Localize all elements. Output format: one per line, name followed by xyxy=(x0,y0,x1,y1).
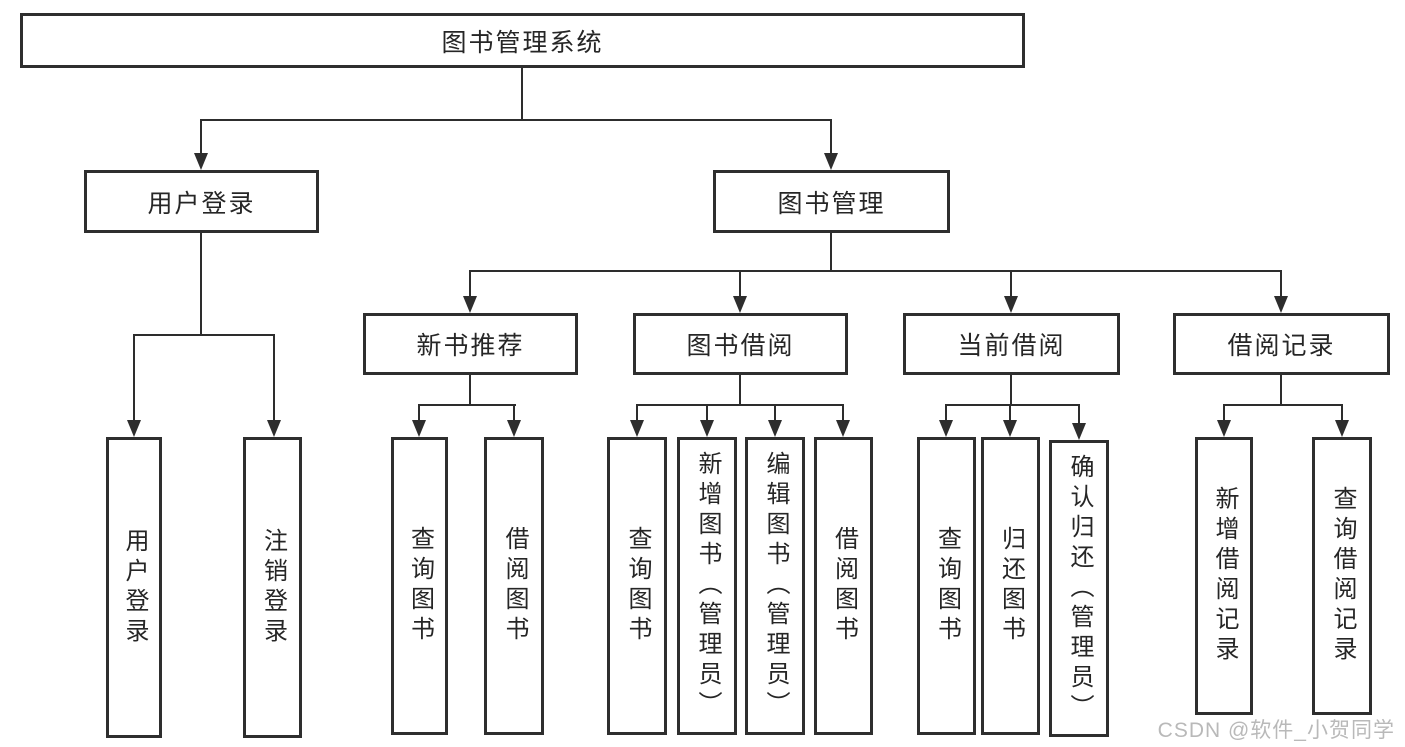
connector-group-drop xyxy=(469,270,471,298)
connector-user-login-stem xyxy=(200,233,202,336)
node-new-book-recommend: 新书推荐 xyxy=(363,313,578,375)
connector-leaf-drop xyxy=(1223,404,1225,421)
connector-leaf-drop xyxy=(513,404,515,421)
leaf-return-books: 归还图书 xyxy=(981,437,1040,735)
connector-group2-bar xyxy=(636,404,844,406)
connector-leaf-drop xyxy=(133,334,135,422)
connector-leaf-drop xyxy=(418,404,420,421)
leaf-add-borrow-record-label: 新增借阅记录 xyxy=(1211,486,1238,666)
node-new-book-recommend-label: 新书推荐 xyxy=(416,332,525,360)
leaf-add-borrow-record: 新增借阅记录 xyxy=(1195,437,1253,715)
node-user-login-label: 用户登录 xyxy=(147,189,256,218)
connector-user-login-drop xyxy=(200,119,202,155)
connector-group4-stem xyxy=(1280,375,1282,406)
connector-leaf-drop xyxy=(842,404,844,421)
connector-group1-bar xyxy=(418,404,516,406)
connector-group4-bar xyxy=(1223,404,1343,406)
arrow-down-icon xyxy=(194,153,208,170)
leaf-query-books-2-label: 查询图书 xyxy=(624,526,651,646)
leaf-borrow-books-1: 借阅图书 xyxy=(484,437,544,735)
connector-level3-bar xyxy=(469,270,1282,272)
leaf-add-book-admin: 新增图书（管理员） xyxy=(677,437,737,735)
node-borrow-records: 借阅记录 xyxy=(1173,313,1390,375)
node-book-management: 图书管理 xyxy=(713,170,950,233)
connector-group3-stem xyxy=(1010,375,1012,406)
arrow-down-icon xyxy=(700,420,714,437)
connector-leaf-drop xyxy=(774,404,776,421)
connector-root-stem xyxy=(521,67,523,121)
arrow-down-icon xyxy=(1004,296,1018,313)
connector-leaf-drop xyxy=(273,334,275,422)
leaf-query-borrow-record-label: 查询借阅记录 xyxy=(1329,486,1356,666)
arrow-down-icon xyxy=(836,420,850,437)
node-root-label: 图书管理系统 xyxy=(441,28,604,57)
node-book-borrow-label: 图书借阅 xyxy=(686,332,795,360)
node-borrow-records-label: 借阅记录 xyxy=(1227,332,1336,360)
watermark: CSDN @软件_小贺同学 xyxy=(1157,719,1395,742)
connector-book-mgmt-drop xyxy=(830,119,832,155)
leaf-add-book-admin-label: 新增图书（管理员） xyxy=(694,451,721,721)
leaf-borrow-books-1-label: 借阅图书 xyxy=(501,526,528,646)
leaf-logout: 注销登录 xyxy=(243,437,302,738)
connector-leaf-drop xyxy=(1078,404,1080,424)
node-book-borrow: 图书借阅 xyxy=(633,313,848,375)
leaf-query-books-1-label: 查询图书 xyxy=(406,526,434,646)
arrow-down-icon xyxy=(127,420,141,437)
leaf-borrow-books-2-label: 借阅图书 xyxy=(830,526,858,646)
node-book-management-label: 图书管理 xyxy=(777,189,886,218)
connector-leaf-drop xyxy=(1341,404,1343,421)
leaf-confirm-return-admin-label: 确认归还（管理员） xyxy=(1066,453,1093,724)
leaf-query-books-1: 查询图书 xyxy=(391,437,448,735)
arrow-down-icon xyxy=(1335,420,1349,437)
connector-group1-stem xyxy=(469,375,471,406)
arrow-down-icon xyxy=(1003,420,1017,437)
connector-group-drop xyxy=(1010,270,1012,298)
connector-leaf-drop xyxy=(636,404,638,421)
arrow-down-icon xyxy=(630,420,644,437)
arrow-down-icon xyxy=(768,420,782,437)
leaf-query-books-3-label: 查询图书 xyxy=(933,526,961,646)
leaf-logout-label: 注销登录 xyxy=(259,527,287,648)
leaf-edit-book-admin: 编辑图书（管理员） xyxy=(745,437,805,735)
connector-group3-bar xyxy=(945,404,1080,406)
arrow-down-icon xyxy=(507,420,521,437)
leaf-return-books-label: 归还图书 xyxy=(997,526,1025,646)
leaf-edit-book-admin-label: 编辑图书（管理员） xyxy=(762,451,789,721)
arrow-down-icon xyxy=(1072,423,1086,440)
leaf-query-borrow-record: 查询借阅记录 xyxy=(1312,437,1372,715)
arrow-down-icon xyxy=(1274,296,1288,313)
node-current-borrow-label: 当前借阅 xyxy=(957,332,1066,360)
arrow-down-icon xyxy=(267,420,281,437)
connector-group-drop xyxy=(739,270,741,298)
connector-user-login-bar xyxy=(133,334,275,336)
arrow-down-icon xyxy=(939,420,953,437)
leaf-query-books-3: 查询图书 xyxy=(917,437,976,735)
arrow-down-icon xyxy=(1217,420,1231,437)
leaf-user-login: 用户登录 xyxy=(106,437,162,738)
leaf-borrow-books-2: 借阅图书 xyxy=(814,437,873,735)
leaf-confirm-return-admin: 确认归还（管理员） xyxy=(1049,440,1109,737)
leaf-user-login-label: 用户登录 xyxy=(121,527,148,648)
arrow-down-icon xyxy=(824,153,838,170)
node-root: 图书管理系统 xyxy=(20,13,1025,68)
node-user-login: 用户登录 xyxy=(84,170,319,233)
connector-leaf-drop xyxy=(945,404,947,421)
arrow-down-icon xyxy=(733,296,747,313)
leaf-query-books-2: 查询图书 xyxy=(607,437,667,735)
connector-level2-bar xyxy=(200,119,832,121)
arrow-down-icon xyxy=(463,296,477,313)
node-current-borrow: 当前借阅 xyxy=(903,313,1120,375)
connector-leaf-drop xyxy=(706,404,708,421)
connector-group-drop xyxy=(1280,270,1282,298)
connector-group2-stem xyxy=(739,375,741,406)
connector-book-mgmt-stem xyxy=(830,233,832,272)
connector-leaf-drop xyxy=(1009,404,1011,421)
arrow-down-icon xyxy=(412,420,426,437)
